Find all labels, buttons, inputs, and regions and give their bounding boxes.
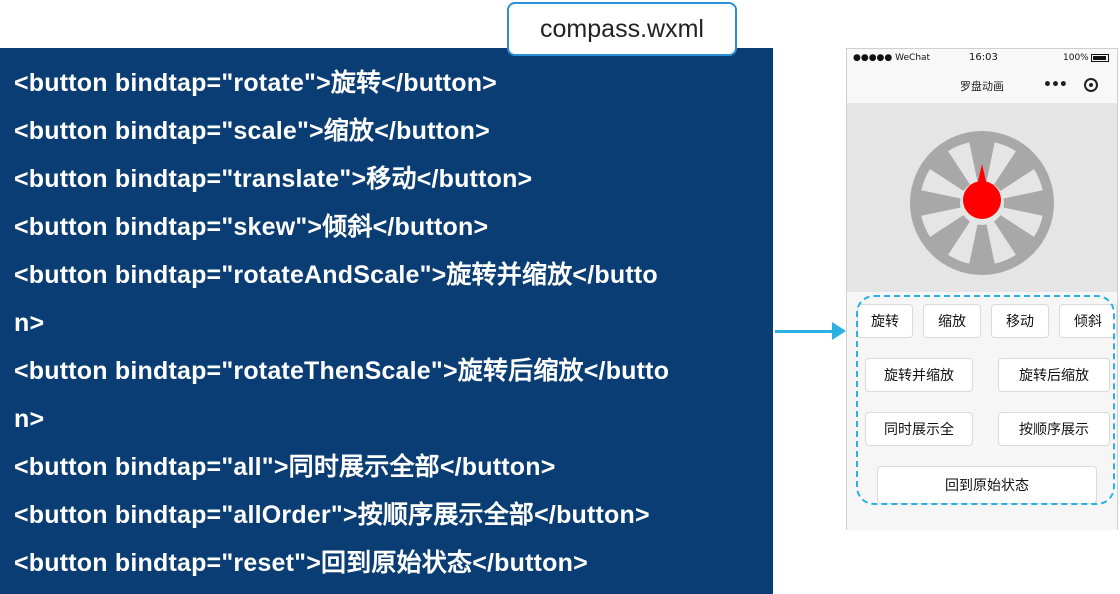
code-panel: <button bindtap="rotate">旋转</button> <bu… — [0, 48, 773, 594]
close-target-icon[interactable] — [1084, 78, 1098, 92]
rotate-then-scale-button[interactable]: 旋转后缩放 — [998, 358, 1110, 392]
compass-center — [963, 181, 1001, 219]
show-all-button[interactable]: 同时展示全 — [865, 412, 973, 446]
translate-button[interactable]: 移动 — [991, 304, 1049, 338]
code-line: <button bindtap="translate">移动</button> — [14, 165, 533, 193]
arrow-line — [775, 330, 837, 333]
battery-percent: 100% — [1063, 53, 1089, 63]
code-line: <button bindtap="reset">回到原始状态</button> — [14, 549, 588, 577]
page-title: 罗盘动画 — [960, 80, 1004, 93]
more-icon[interactable]: ••• — [1043, 77, 1068, 93]
scale-button[interactable]: 缩放 — [923, 304, 981, 338]
signal-carrier: ●●●●● WeChat — [853, 53, 931, 63]
filename-tab: compass.wxml — [507, 2, 737, 56]
code-line: <button bindtap="scale">缩放</button> — [14, 117, 490, 145]
status-time: 16:03 — [969, 52, 998, 63]
phone-mockup: ●●●●● WeChat 16:03 100% 罗盘动画 ••• — [846, 48, 1118, 530]
code-line: <button bindtap="rotate">旋转</button> — [14, 69, 497, 97]
rotate-button[interactable]: 旋转 — [857, 304, 913, 338]
code-line: n> — [14, 309, 45, 337]
code-line: n> — [14, 405, 45, 433]
skew-button[interactable]: 倾斜 — [1059, 304, 1117, 338]
nav-bar: 罗盘动画 ••• — [847, 69, 1117, 104]
show-all-in-order-button[interactable]: 按顺序展示 — [998, 412, 1110, 446]
code-line: <button bindtap="allOrder">按顺序展示全部</butt… — [14, 501, 650, 529]
code-line: <button bindtap="rotateThenScale">旋转后缩放<… — [14, 357, 670, 385]
compass-image — [910, 131, 1054, 275]
status-bar: ●●●●● WeChat 16:03 100% — [847, 49, 1117, 69]
code-line: <button bindtap="all">同时展示全部</button> — [14, 453, 556, 481]
button-area: 旋转 缩放 移动 倾斜 旋转并缩放 旋转后缩放 同时展示全 按顺序展示 回到原始… — [847, 292, 1117, 530]
code-line: <button bindtap="rotateAndScale">旋转并缩放</… — [14, 261, 658, 289]
rotate-and-scale-button[interactable]: 旋转并缩放 — [865, 358, 973, 392]
animation-canvas — [847, 104, 1117, 292]
arrow-right-icon — [832, 322, 846, 340]
reset-button[interactable]: 回到原始状态 — [877, 466, 1097, 504]
code-line: <button bindtap="skew">倾斜</button> — [14, 213, 489, 241]
battery-icon — [1091, 54, 1109, 62]
